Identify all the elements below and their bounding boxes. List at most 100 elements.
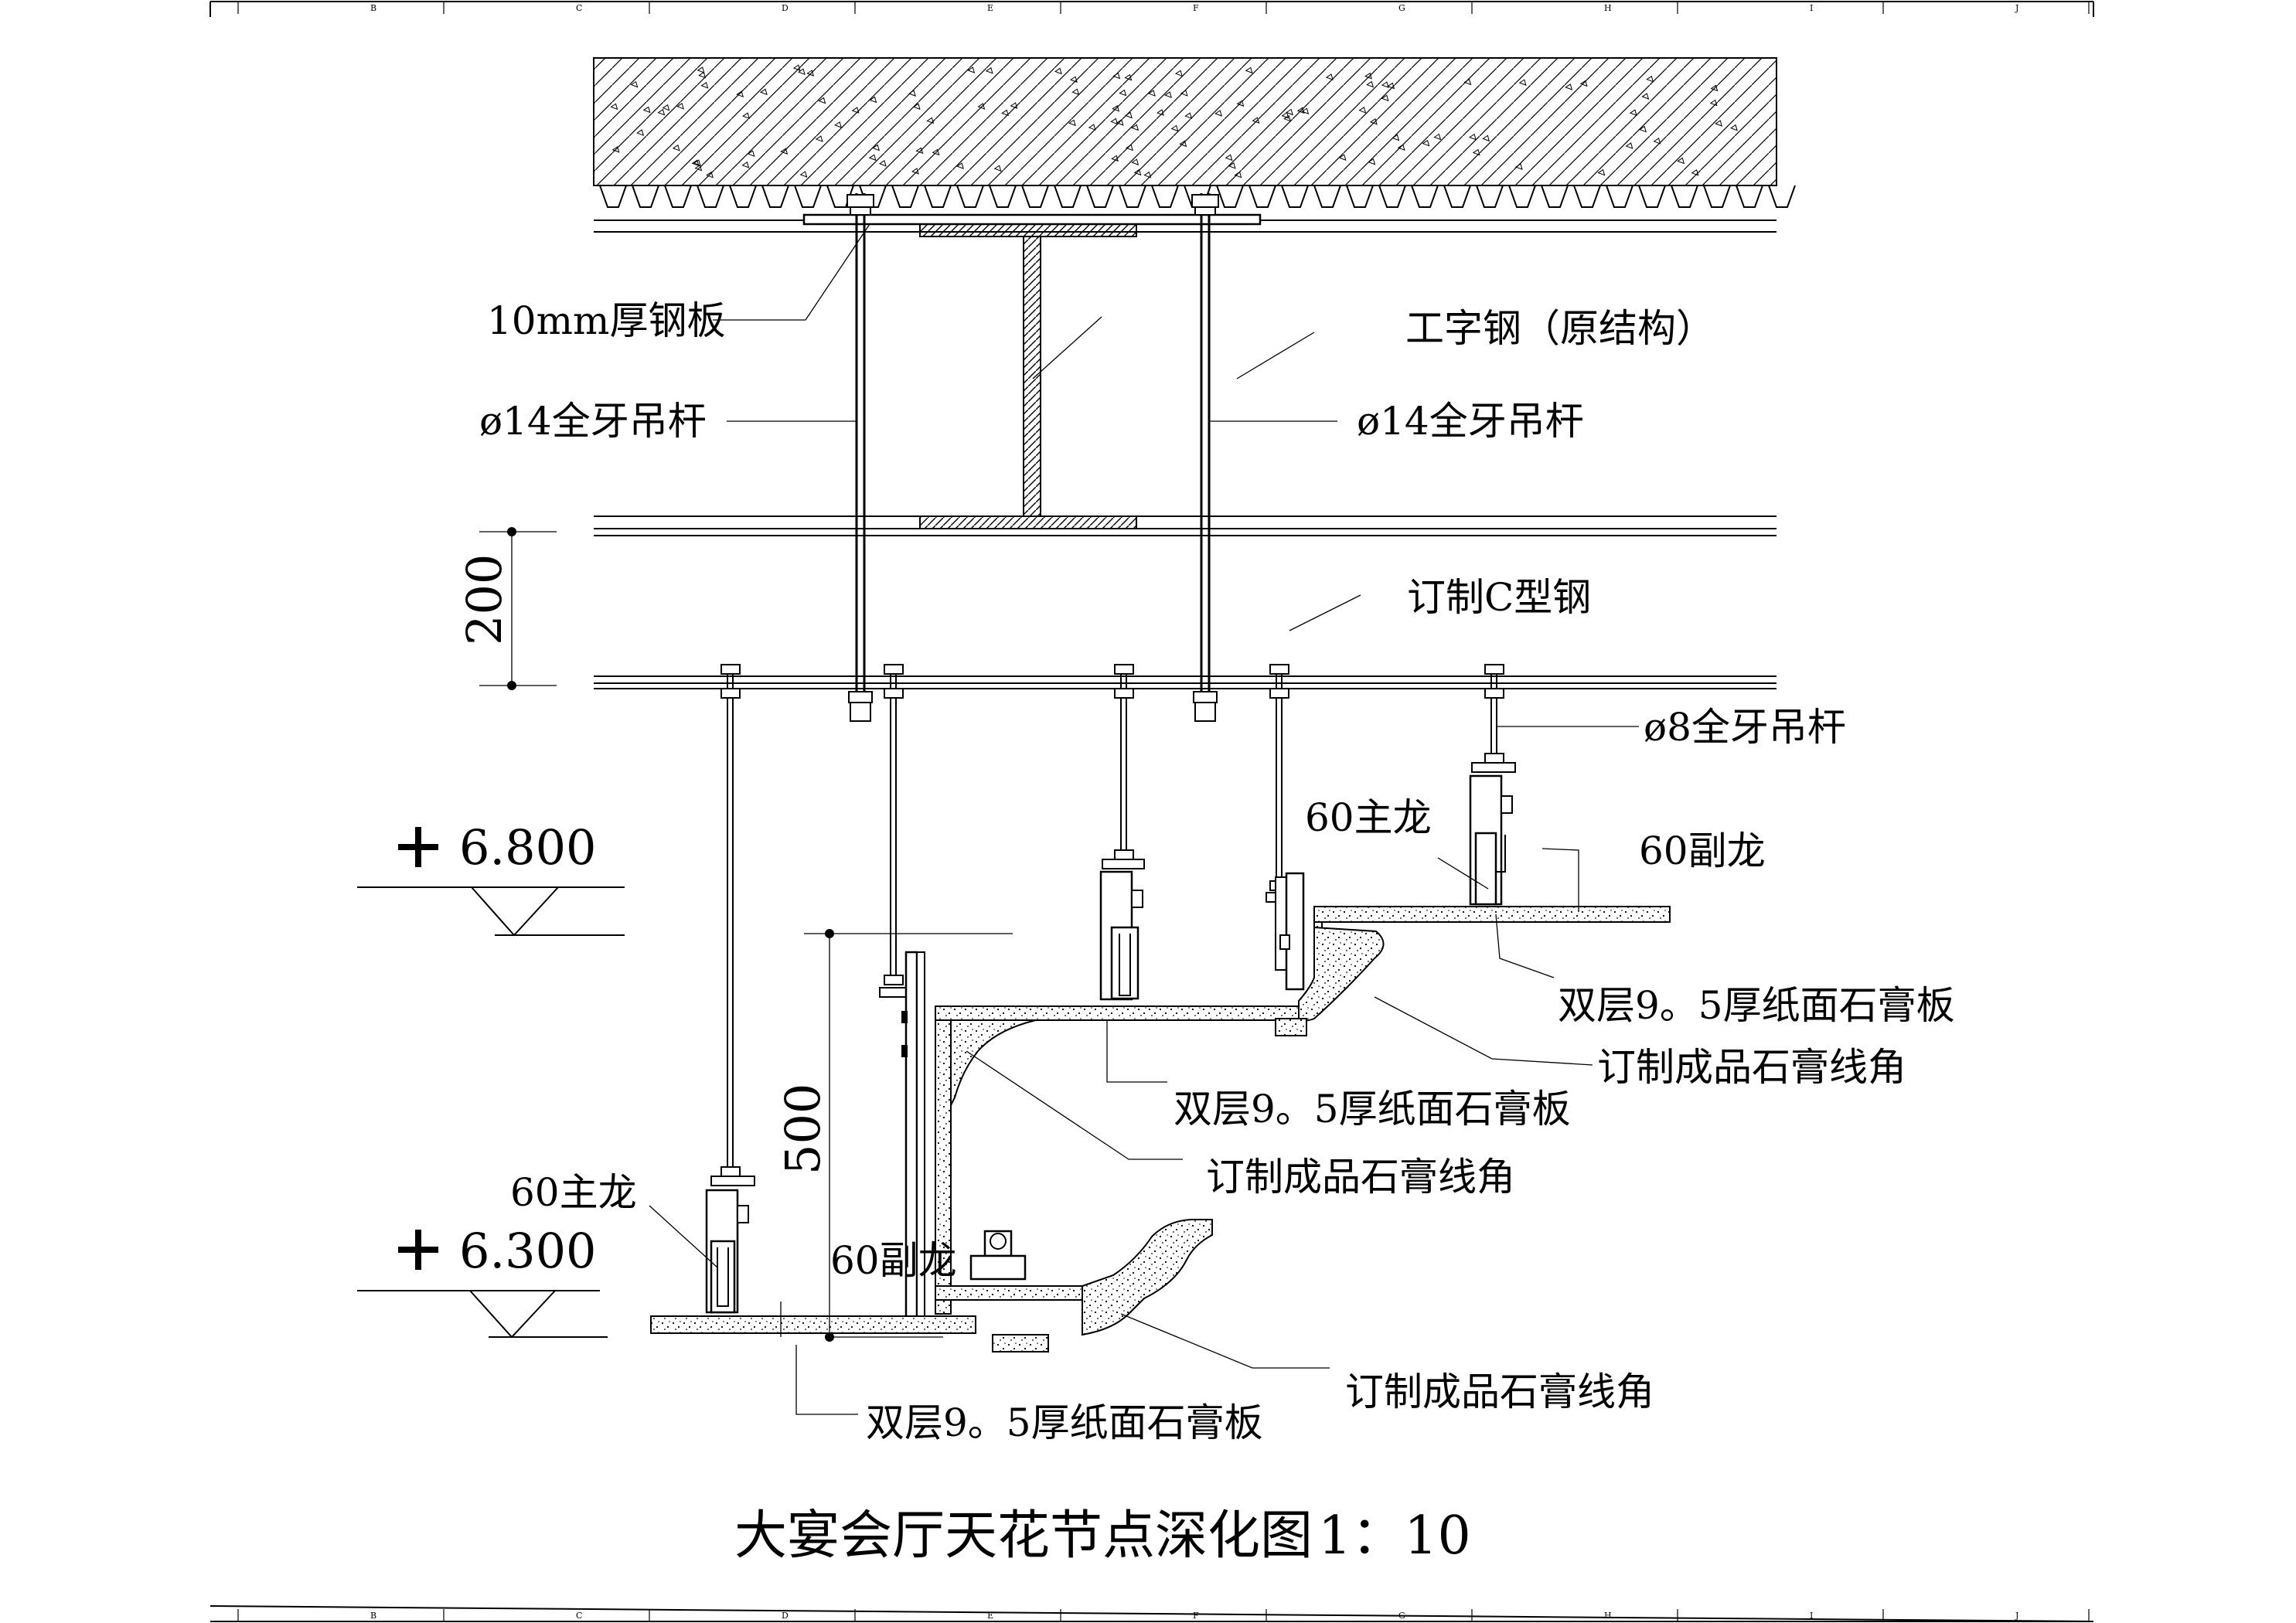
aggregate-mark xyxy=(1133,168,1142,176)
label-molding-middle: 订制成品石膏线角 xyxy=(1206,1155,1515,1199)
gypsum-molding-middle xyxy=(950,1019,1037,1106)
grid-letter: C xyxy=(576,1611,582,1621)
aggregate-mark xyxy=(932,148,940,156)
rod-8-d xyxy=(1269,664,1289,890)
aggregate-mark xyxy=(1180,90,1188,97)
aggregate-mark xyxy=(868,154,877,162)
aggregate-mark xyxy=(1514,163,1523,170)
aggregate-mark xyxy=(1364,72,1372,80)
grid-letter: B xyxy=(370,1611,376,1621)
aggregate-mark xyxy=(1565,83,1573,90)
aggregate-mark xyxy=(818,97,826,104)
aggregate-mark xyxy=(993,165,1002,172)
aggregate-mark xyxy=(1392,134,1400,141)
grid-letter: I xyxy=(1810,1611,1813,1621)
label-rod14-right: ø14全牙吊杆 xyxy=(1357,399,1584,444)
aggregate-mark xyxy=(915,147,924,155)
i-beam xyxy=(594,223,1777,536)
hanger-rod-14-left xyxy=(847,193,874,722)
concrete-slab xyxy=(593,57,1796,233)
gypsum-molding-upper xyxy=(1275,926,1385,1036)
clip-lower-mid xyxy=(969,1230,1027,1281)
label-sub-keel-upper: 60副龙 xyxy=(1639,829,1766,873)
aggregate-mark xyxy=(691,159,700,167)
aggregate-marks xyxy=(610,64,1738,179)
aggregate-mark xyxy=(610,103,618,111)
aggregate-mark xyxy=(1252,117,1260,124)
aggregate-mark xyxy=(908,90,916,97)
aggregate-mark xyxy=(799,171,808,178)
dimension-500 xyxy=(804,929,1013,1342)
aggregate-mark xyxy=(700,82,709,89)
grid-letter: D xyxy=(782,1611,789,1621)
aggregate-mark xyxy=(1111,155,1119,162)
aggregate-mark xyxy=(1381,81,1389,88)
label-board-lower: 双层9。5厚纸面石膏板 xyxy=(866,1400,1263,1445)
aggregate-mark xyxy=(792,64,801,71)
aggregate-mark xyxy=(1245,66,1253,74)
aggregate-mark xyxy=(1463,78,1472,86)
c-steel-channel xyxy=(594,675,1777,689)
grid-letter: B xyxy=(370,3,376,13)
grid-letter: H xyxy=(1604,3,1612,13)
aggregate-mark xyxy=(1143,171,1152,179)
aggregate-mark xyxy=(698,71,707,79)
drawing-scale: 1：10 xyxy=(1318,1506,1471,1567)
aggregate-mark xyxy=(1597,168,1606,176)
aggregate-mark xyxy=(1164,91,1172,98)
elevation-marker-lower xyxy=(357,1230,608,1339)
aggregate-mark xyxy=(1709,99,1718,107)
label-main-keel-lower: 60主龙 xyxy=(510,1170,637,1215)
aggregate-mark xyxy=(1001,109,1010,117)
aggregate-mark xyxy=(611,146,620,153)
aggregate-mark xyxy=(1518,79,1527,86)
grid-letter: H xyxy=(1604,1611,1612,1621)
aggregate-mark xyxy=(977,103,986,110)
aggregate-mark xyxy=(872,144,880,151)
aggregate-mark xyxy=(706,171,714,179)
grid-letter: C xyxy=(576,3,582,13)
aggregate-mark xyxy=(1147,90,1156,97)
dimension-500-text: 500 xyxy=(775,1084,831,1175)
aggregate-mark xyxy=(1325,73,1334,80)
aggregate-mark xyxy=(1710,84,1719,92)
aggregate-mark xyxy=(834,121,842,128)
grid-letter: G xyxy=(1398,3,1405,13)
aggregate-mark xyxy=(672,145,680,151)
aggregate-mark xyxy=(1131,124,1139,131)
aggregate-mark xyxy=(1381,94,1389,102)
aggregate-mark xyxy=(1387,82,1395,90)
label-rod14-left: ø14全牙吊杆 xyxy=(479,399,707,444)
aggregate-mark xyxy=(736,90,744,97)
aggregate-mark xyxy=(747,150,755,157)
aggregate-mark xyxy=(1125,111,1133,119)
grid-letter: G xyxy=(1398,1611,1405,1621)
grid-letter: D xyxy=(782,3,789,13)
aggregate-mark xyxy=(1358,107,1367,114)
aggregate-mark xyxy=(1179,140,1187,148)
label-c-steel: 订制C型钢 xyxy=(1407,575,1591,620)
grid-letter: F xyxy=(1193,1611,1199,1621)
grid-letter: I xyxy=(1810,3,1813,13)
aggregate-mark xyxy=(1369,118,1378,125)
label-molding-upper: 订制成品石膏线角 xyxy=(1597,1045,1906,1090)
aggregate-mark xyxy=(1677,157,1685,165)
rod-8-c xyxy=(1114,664,1134,858)
aggregate-mark xyxy=(1301,107,1310,115)
aggregate-mark xyxy=(1119,89,1127,97)
aggregate-mark xyxy=(1468,133,1477,141)
label-sub-keel-lower: 60副龙 xyxy=(830,1238,957,1283)
aggregate-mark xyxy=(912,103,921,111)
aggregate-mark xyxy=(911,168,919,175)
gypsum-board-lower xyxy=(650,1285,1083,1334)
aggregate-mark xyxy=(1126,144,1133,151)
aggregate-mark xyxy=(1730,124,1738,131)
aggregate-mark xyxy=(1214,110,1222,117)
gypsum-board-middle xyxy=(935,1005,1307,1315)
keel-assembly-upper-mid xyxy=(1099,849,1145,1001)
rod-8-b xyxy=(884,664,904,985)
label-main-keel-upper: 60主龙 xyxy=(1305,795,1432,840)
aggregate-mark xyxy=(1054,67,1062,75)
aggregate-mark xyxy=(1715,120,1723,127)
dimension-200 xyxy=(479,527,557,690)
